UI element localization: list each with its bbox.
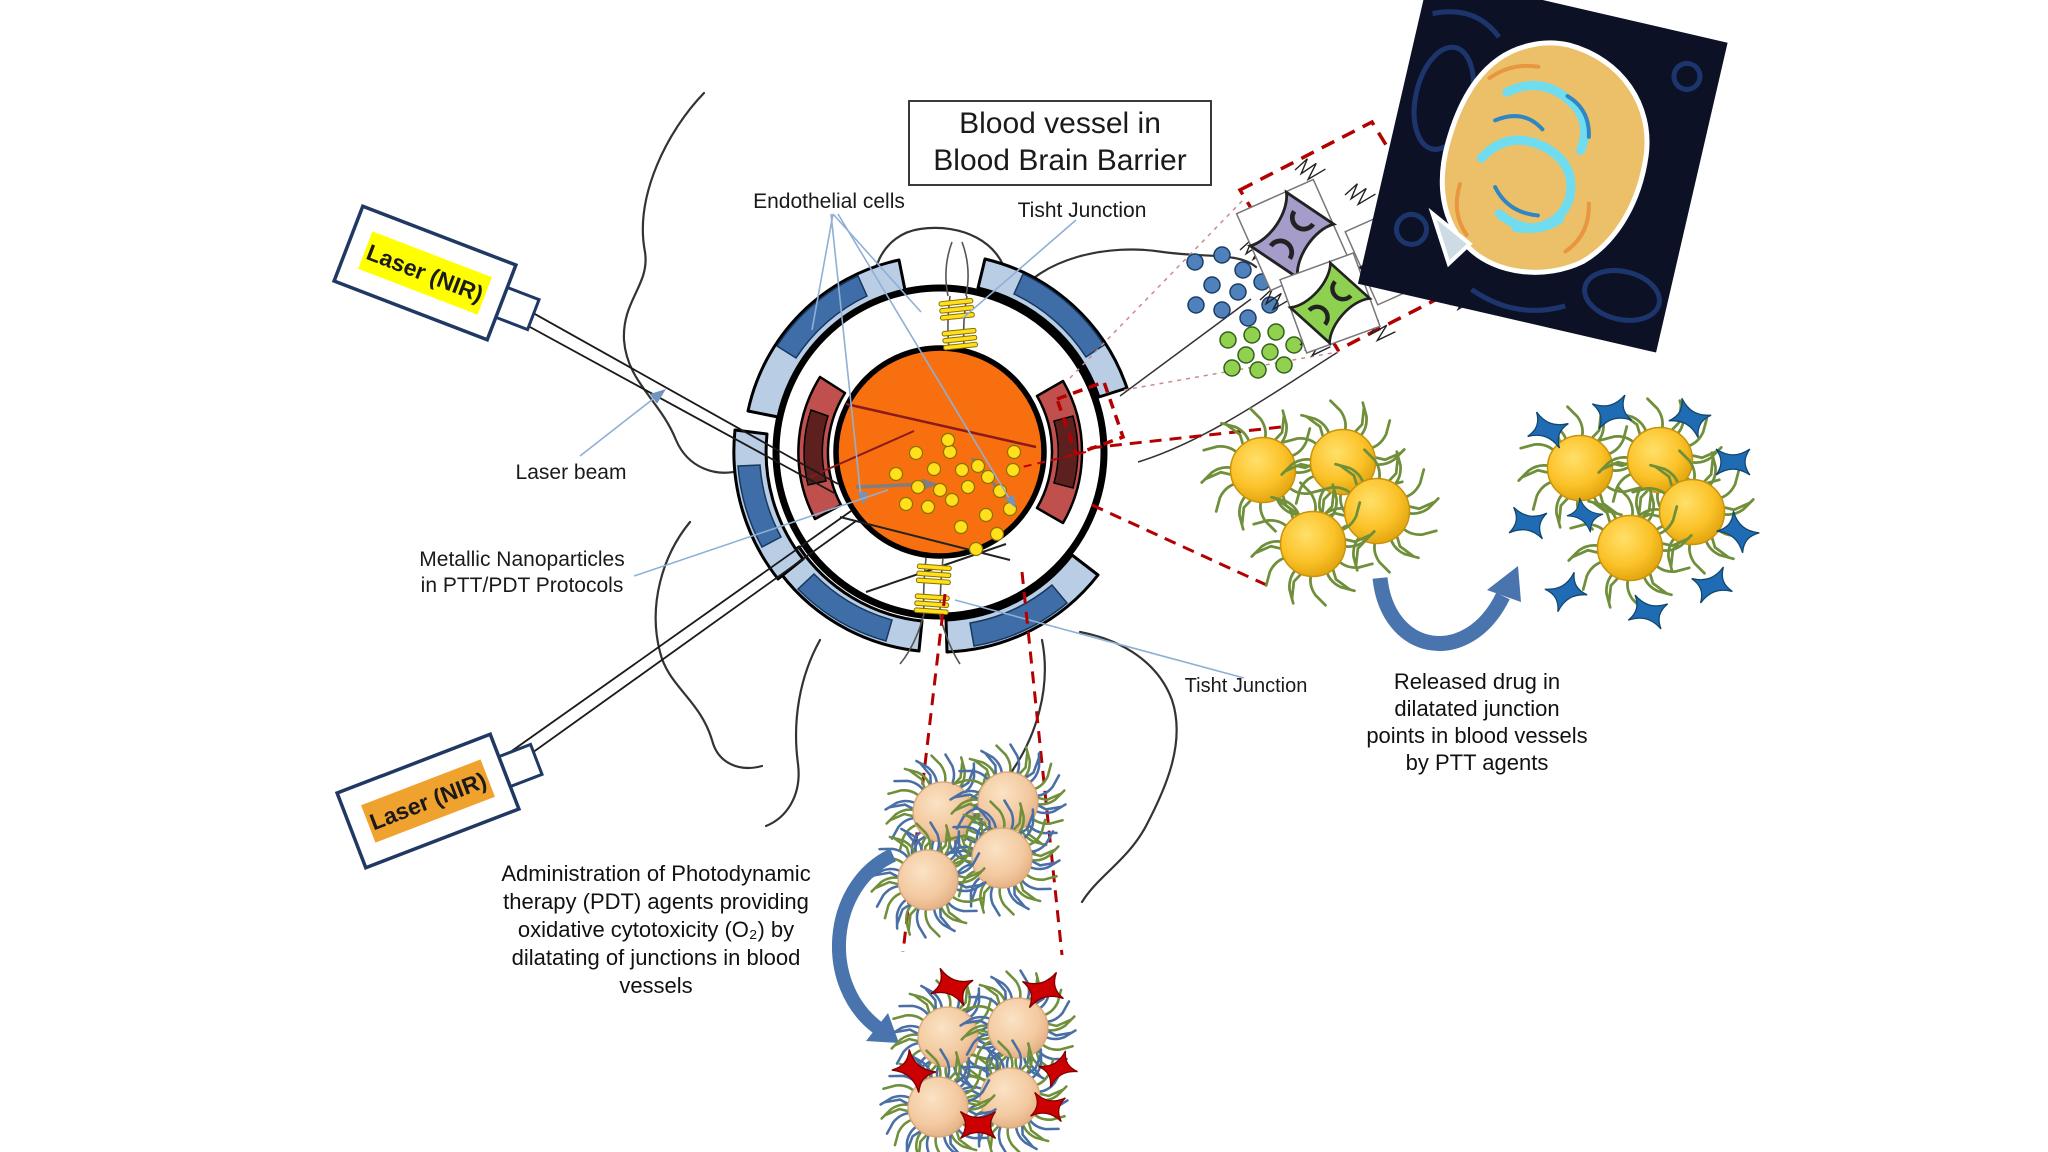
laser-beam-lines: [496, 294, 857, 774]
ptt-release-arrow: [1372, 566, 1521, 651]
tight-junction-top: [938, 241, 978, 351]
zoom-target-box: [1237, 119, 1473, 353]
metallic-nanoparticle-dots: [888, 432, 1022, 557]
lumen-details: [809, 402, 1087, 593]
np-cluster-tan-before: [860, 734, 1077, 949]
caption-pdt-administration: Administration of Photodynamic therapy (…: [501, 861, 811, 998]
label-endothelial-cells: Endothelial cells: [753, 190, 905, 213]
pericyte-nuclei: [803, 409, 1079, 489]
np-cluster-gold-before: [1202, 401, 1439, 606]
label-tight-junction-bottom: Tisht Junction: [1184, 675, 1308, 697]
np-cluster-tan-after: [870, 960, 1087, 1152]
blood-vessel: [732, 241, 1129, 665]
label-metallic-nanoparticles: Metallic Nanoparticles in PTT/PDT Protoc…: [419, 548, 625, 597]
vessel-lumen: [833, 345, 1047, 559]
molecule-dots: [1186, 246, 1303, 379]
np-cluster-gold-after: [1508, 394, 1760, 630]
brain-image: [1357, 0, 1728, 353]
callout-dashed: [901, 119, 1473, 956]
label-laser-beam: Laser beam: [515, 461, 627, 484]
title-box: Blood vessel in Blood Brain Barrier: [908, 100, 1212, 186]
annotation-lines: [579, 213, 1245, 679]
junction-protein-green-2: [1279, 252, 1381, 354]
label-tight-junction-top: Tisht Junction: [1017, 199, 1147, 222]
endothelial-nuclei: [737, 272, 1106, 647]
laser-bottom: Laser (NIR): [334, 732, 544, 870]
brain-shape: [1439, 40, 1650, 275]
zoom-source-box: [1054, 379, 1126, 457]
laser-top: Laser (NIR): [331, 204, 541, 342]
caption-released-drug: Released drug in dilatated junction poin…: [1366, 669, 1588, 775]
